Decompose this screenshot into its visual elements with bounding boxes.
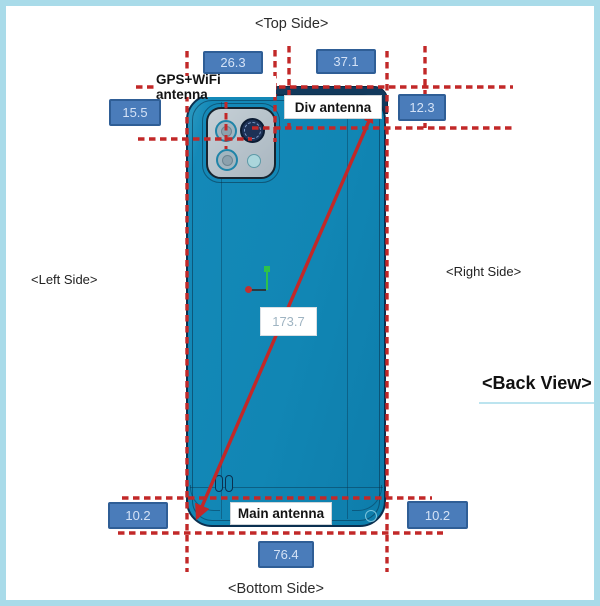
- label-bottom-side: <Bottom Side>: [228, 581, 324, 597]
- label-div-antenna: Div antenna: [284, 95, 382, 119]
- measurement-upper-right: 12.3: [398, 94, 446, 121]
- scan-artifact-line: [479, 402, 594, 404]
- measurement-diagonal: 173.7: [260, 307, 317, 336]
- label-back-view: <Back View>: [482, 373, 592, 393]
- measurement-bottom-left: 10.2: [108, 502, 168, 529]
- measurement-top-right: 37.1: [316, 49, 376, 74]
- label-right-side: <Right Side>: [446, 264, 522, 279]
- measurement-bottom-right: 10.2: [407, 501, 468, 529]
- label-left-side: <Left Side>: [31, 272, 98, 287]
- measurement-top-left: 26.3: [203, 51, 263, 74]
- measurement-bottom-center: 76.4: [258, 541, 314, 568]
- label-gps-wifi-antenna: GPS+WiFi antenna: [156, 72, 276, 102]
- label-main-antenna: Main antenna: [230, 502, 332, 525]
- label-top-side: <Top Side>: [255, 16, 329, 32]
- measurement-upper-left: 15.5: [109, 99, 161, 126]
